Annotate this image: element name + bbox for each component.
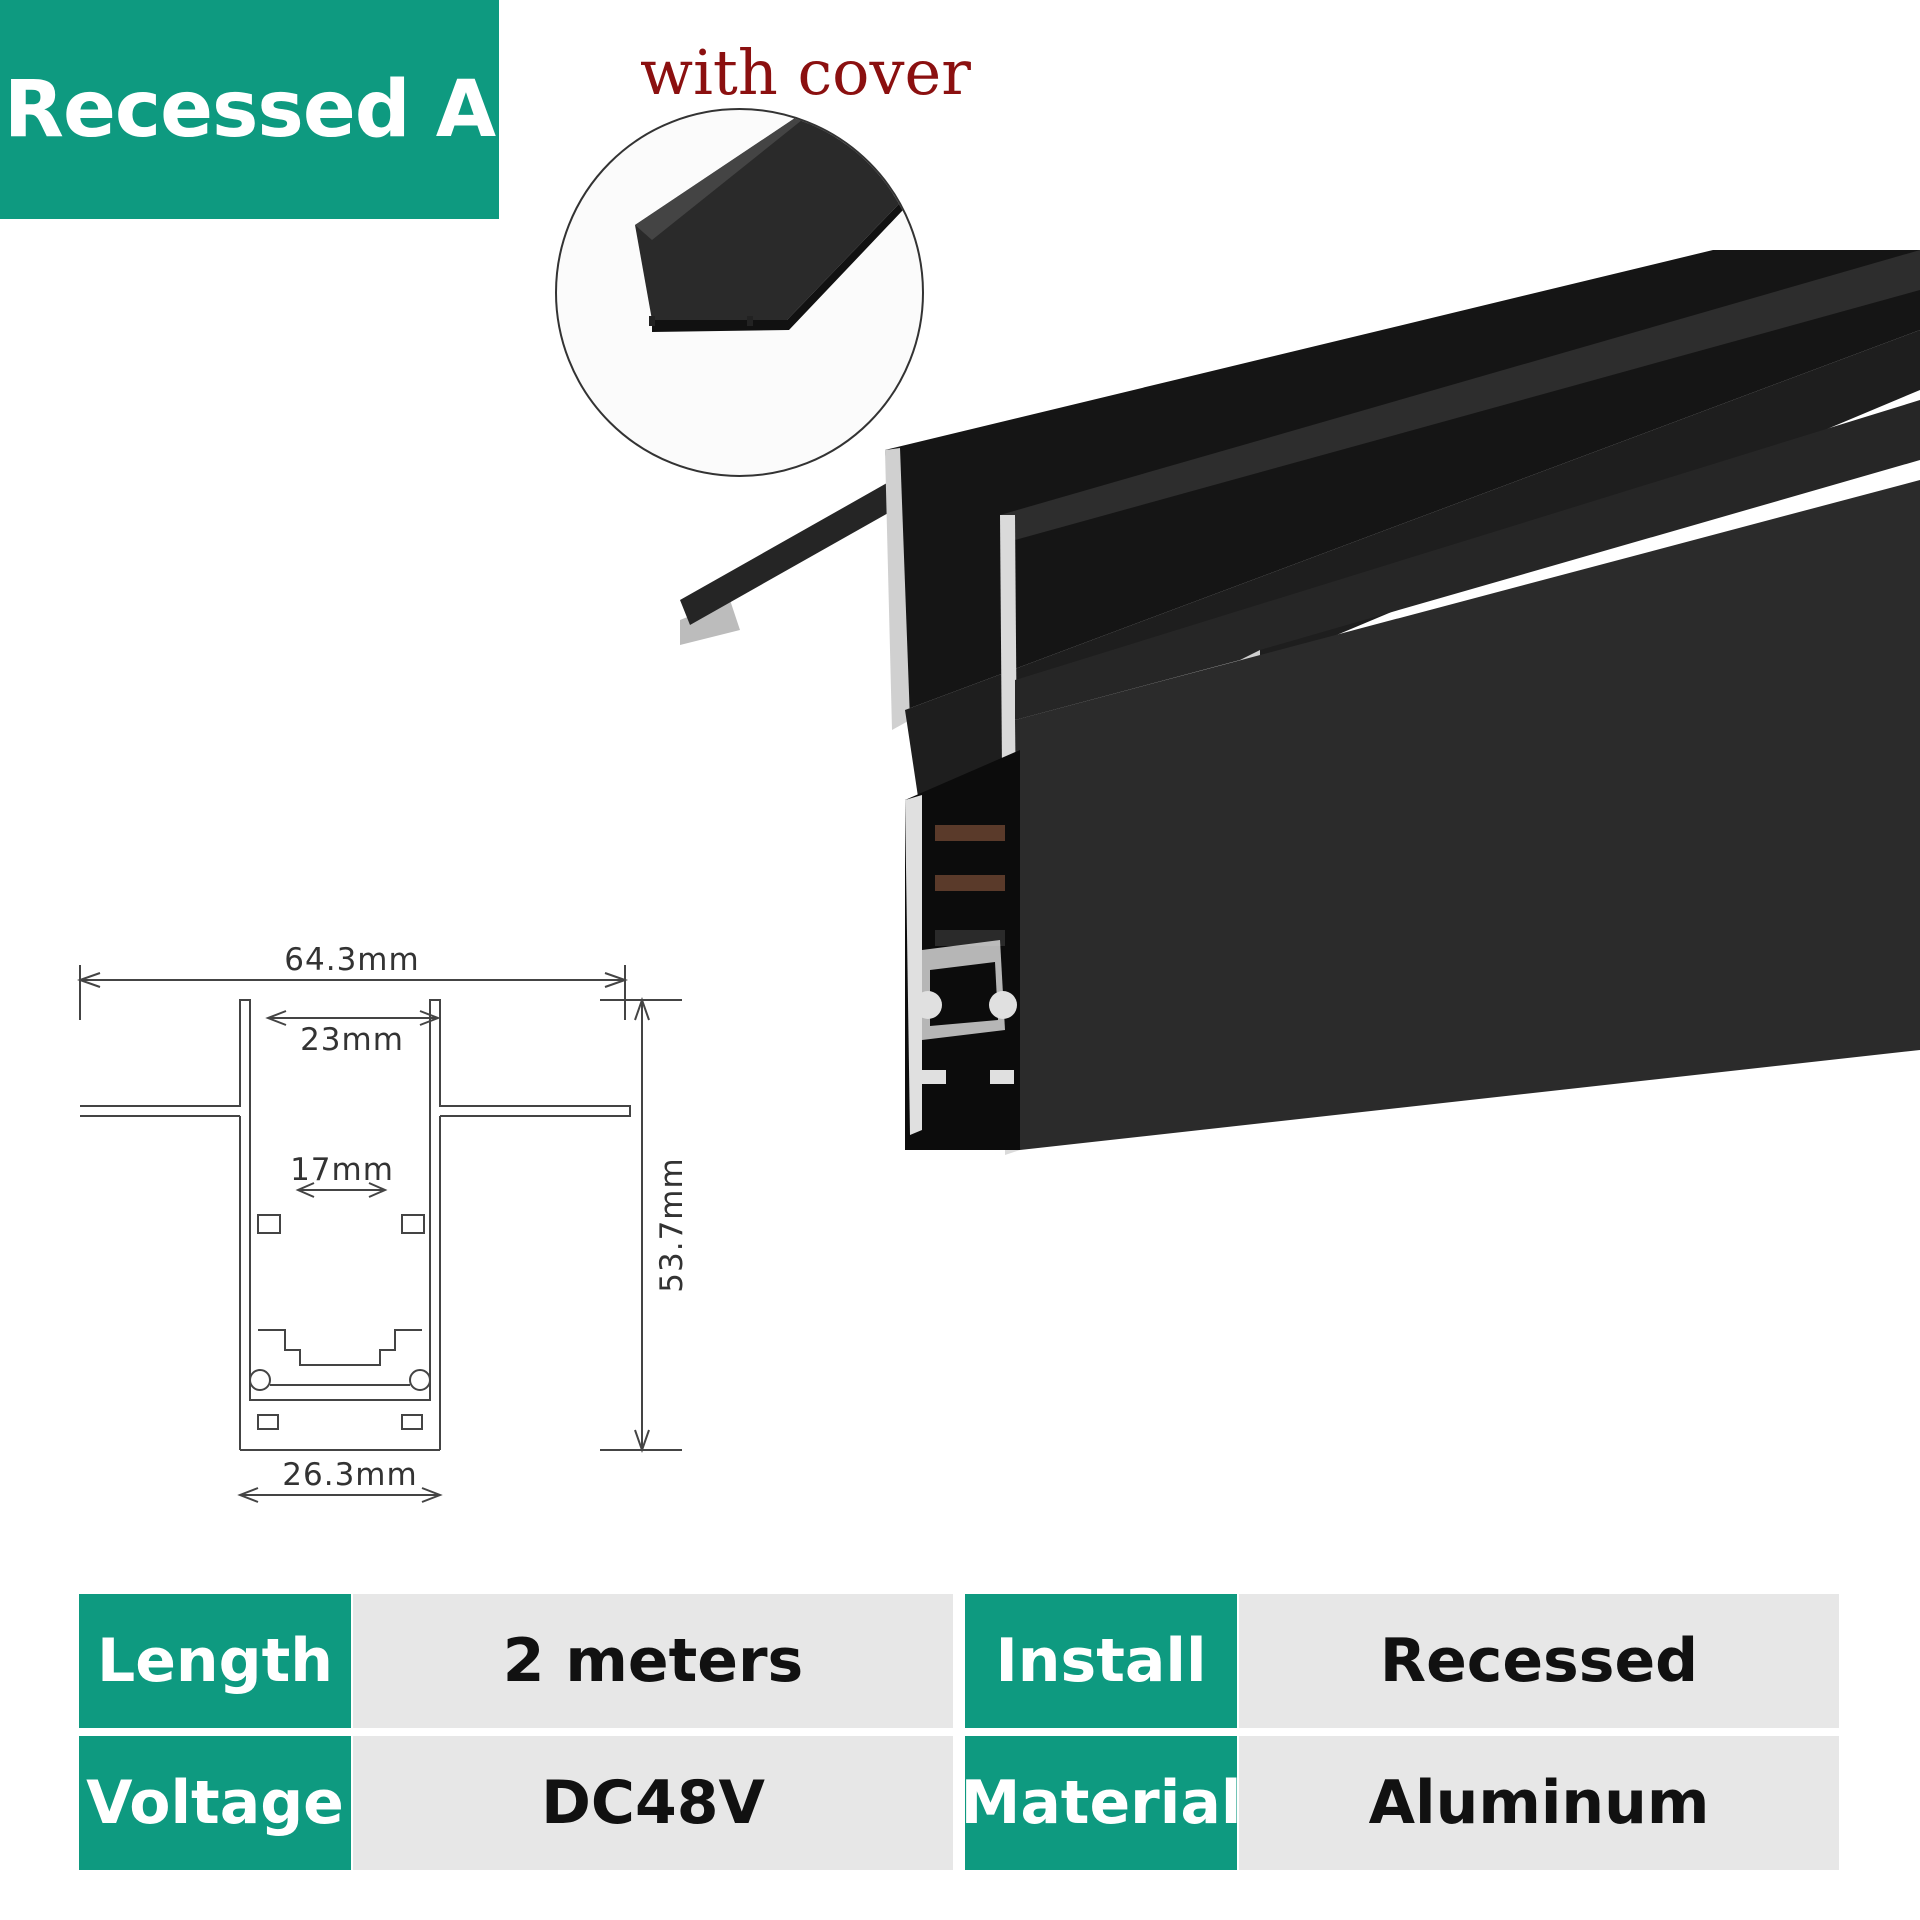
profile-dimension-diagram: 64.3mm 23mm 17mm 53.7mm 26.3mm <box>60 940 720 1520</box>
spec-key-length: Length <box>79 1594 351 1728</box>
spec-row: Length 2 meters Install Recessed <box>79 1594 1843 1728</box>
spec-value-material: Aluminum <box>1239 1736 1839 1870</box>
spec-value-install: Recessed <box>1239 1594 1839 1728</box>
spec-row: Voltage DC48V Material Aluminum <box>79 1736 1843 1870</box>
spec-key-install: Install <box>965 1594 1237 1728</box>
spec-value-voltage: DC48V <box>353 1736 953 1870</box>
track-profile-photo <box>660 250 1920 1450</box>
cover-image <box>635 110 922 332</box>
dim-height: 53.7mm <box>654 1157 690 1292</box>
dim-total-width: 64.3mm <box>284 942 419 978</box>
spec-value-length: 2 meters <box>353 1594 953 1728</box>
cover-inset <box>555 108 924 477</box>
spec-table: Length 2 meters Install Recessed Voltage… <box>79 1594 1843 1874</box>
spec-key-material: Material <box>961 1736 1241 1870</box>
product-badge: Recessed A <box>0 0 499 219</box>
spec-key-voltage: Voltage <box>79 1736 351 1870</box>
dim-bottom-width: 26.3mm <box>282 1457 417 1493</box>
dim-inner-width: 17mm <box>290 1152 394 1188</box>
dim-opening-width: 23mm <box>300 1022 404 1058</box>
cover-label: with cover <box>640 36 971 109</box>
